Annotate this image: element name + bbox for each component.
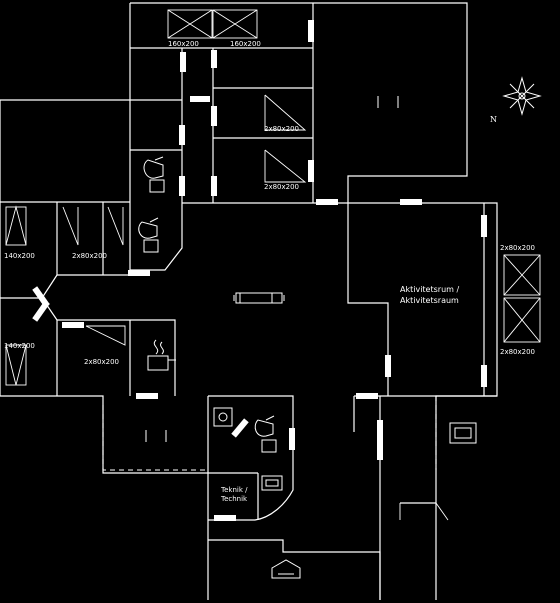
activity-room-label: Aktivitetsrum /: [400, 285, 459, 294]
bed-label: 160x200: [230, 40, 261, 48]
bunk-label: 2x80x200: [500, 244, 535, 252]
activity-room-label: Aktivitetsraum: [400, 296, 459, 305]
toilet-icon: [143, 156, 165, 193]
bath-icon: [449, 422, 477, 444]
fixtures: [138, 96, 477, 579]
cabinet-icon: [145, 430, 167, 442]
cabinet-icon: [377, 96, 399, 108]
utility-room-label: Technik: [220, 495, 248, 503]
sink-icon: [213, 407, 233, 427]
toilet-icon: [254, 415, 277, 453]
bunk-label: 2x80x200: [72, 252, 107, 260]
compass-north-label: N: [490, 115, 497, 124]
stove-icon: [147, 339, 176, 371]
toilet-icon: [138, 217, 159, 253]
beds: [5, 9, 541, 386]
bunk-label: 2x80x200: [264, 183, 299, 191]
utility-room-label: Teknik /: [220, 486, 248, 494]
bed-label: 160x200: [168, 40, 199, 48]
bunk-label: 2x80x200: [500, 348, 535, 356]
entrance-icon: [271, 559, 301, 579]
interior-walls: [0, 3, 485, 600]
terrace-dashed-lines: [102, 396, 437, 471]
compass-icon: [502, 76, 542, 116]
doors-and-windows: [32, 20, 487, 521]
bed-label: 140x200: [4, 342, 35, 350]
bunk-label: 2x80x200: [84, 358, 119, 366]
bunk-label: 2x80x200: [264, 125, 299, 133]
bath-icon: [261, 475, 283, 491]
bed-label: 140x200: [4, 252, 35, 260]
sofa-icon: [233, 292, 285, 304]
room-labels: 160x200 160x200 2x80x200 2x80x200 140x20…: [4, 40, 535, 503]
